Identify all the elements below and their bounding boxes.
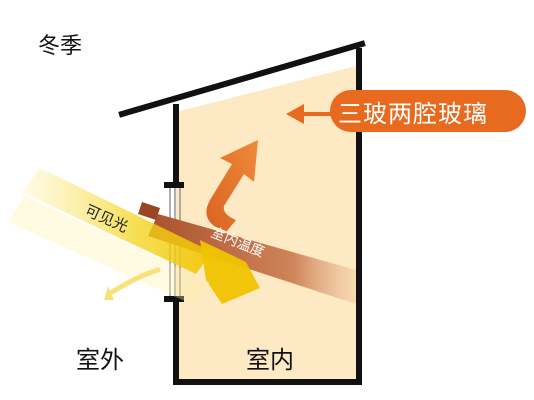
outdoor-label: 室外 [76, 346, 124, 374]
roof-line [118, 40, 366, 118]
season-label: 冬季 [38, 34, 83, 59]
heat-rise-arrow [206, 140, 258, 232]
indoor-temperature-band [138, 202, 356, 304]
visible-light-band [8, 168, 260, 306]
glass-type-callout [330, 90, 526, 132]
arrow-left-icon [286, 104, 336, 124]
indoor-label: 室内 [246, 346, 294, 374]
glass-type-label: 三玻两腔玻璃 [338, 100, 488, 128]
